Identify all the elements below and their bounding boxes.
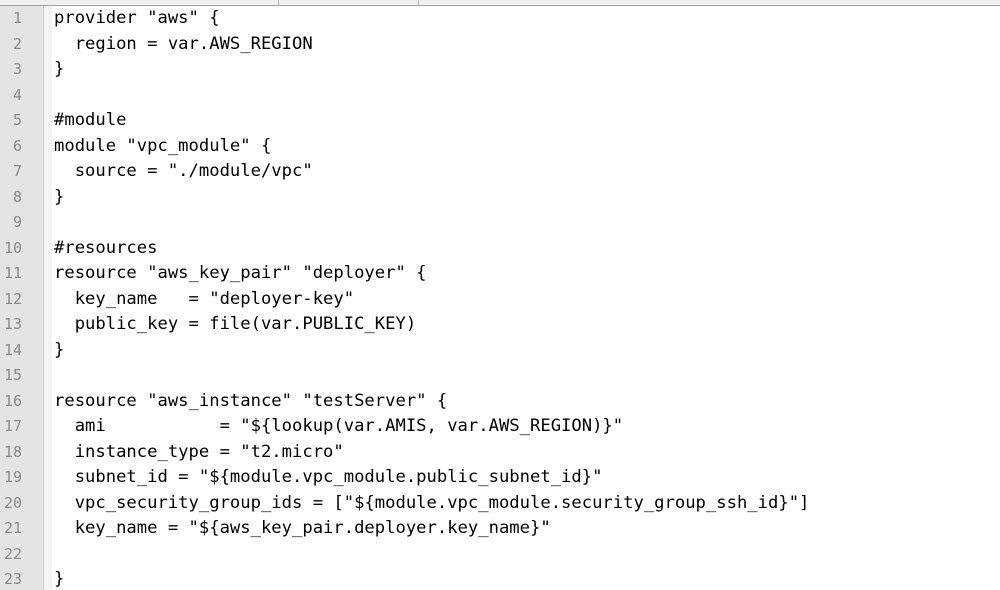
code-line[interactable]: 3}: [0, 57, 1000, 83]
line-number: 23: [3, 570, 22, 588]
code-line[interactable]: 18 instance_type = "t2.micro": [0, 440, 1000, 466]
code-text[interactable]: provider "aws" {: [54, 8, 220, 28]
code-text[interactable]: #module: [54, 110, 127, 130]
code-line[interactable]: 6 module "vpc_module" {: [0, 134, 1000, 160]
code-text[interactable]: public_key = file(var.PUBLIC_KEY): [54, 314, 417, 334]
code-line[interactable]: 15: [0, 363, 1000, 389]
code-line[interactable]: 11 resource "aws_key_pair" "deployer" {: [0, 261, 1000, 287]
code-line[interactable]: 5 #module: [0, 108, 1000, 134]
code-text[interactable]: key_name = "${aws_key_pair.deployer.key_…: [54, 518, 551, 538]
tab-edge: [278, 0, 279, 5]
code-line[interactable]: 8}: [0, 185, 1000, 211]
line-number: 15: [3, 366, 22, 384]
code-text[interactable]: resource "aws_instance" "testServer" {: [54, 390, 448, 411]
code-line[interactable]: 19 subnet_id = "${module.vpc_module.publ…: [0, 465, 1000, 491]
code-line[interactable]: 7 source = "./module/vpc": [0, 159, 1000, 185]
line-number: 3: [12, 60, 22, 78]
line-number: 16: [3, 391, 22, 410]
tab-edge: [418, 0, 419, 5]
code-text[interactable]: }: [54, 569, 65, 589]
code-line[interactable]: 1 provider "aws" {: [0, 6, 1000, 32]
code-text[interactable]: vpc_security_group_ids = ["${module.vpc_…: [54, 492, 810, 513]
code-line[interactable]: 21 key_name = "${aws_key_pair.deployer.k…: [0, 516, 1000, 542]
code-line[interactable]: 2 region = var.AWS_REGION: [0, 32, 1000, 58]
line-number: 17: [3, 417, 22, 435]
code-text[interactable]: #resources: [54, 237, 158, 258]
tab-strip: [0, 0, 1000, 6]
line-number: 14: [3, 340, 22, 359]
fold-margin: [44, 6, 52, 590]
code-text[interactable]: }: [54, 339, 65, 360]
line-number: 20: [3, 493, 22, 512]
code-text[interactable]: ami = "${lookup(var.AMIS, var.AWS_REGION…: [54, 416, 624, 436]
line-number: 7: [12, 162, 22, 180]
code-text[interactable]: }: [54, 186, 65, 207]
line-number: 22: [3, 544, 22, 563]
code-line[interactable]: 12 key_name = "deployer-key": [0, 287, 1000, 313]
line-number: 4: [12, 85, 22, 104]
code-text[interactable]: }: [54, 59, 65, 79]
line-number: 5: [12, 111, 22, 129]
line-number: 13: [3, 315, 22, 333]
code-line[interactable]: 14}: [0, 338, 1000, 364]
code-text[interactable]: resource "aws_key_pair" "deployer" {: [54, 263, 427, 283]
line-number: 6: [12, 136, 22, 155]
code-line[interactable]: 23}: [0, 567, 1000, 590]
code-text[interactable]: region = var.AWS_REGION: [54, 33, 313, 54]
code-line[interactable]: 20 vpc_security_group_ids = ["${module.v…: [0, 491, 1000, 517]
line-number: 11: [3, 264, 22, 282]
line-number: 2: [12, 34, 22, 53]
line-number: 21: [3, 519, 22, 537]
code-text[interactable]: source = "./module/vpc": [54, 161, 313, 181]
code-text[interactable]: key_name = "deployer-key": [54, 288, 355, 309]
code-line[interactable]: 22: [0, 542, 1000, 568]
line-number: 10: [3, 238, 22, 257]
code-line[interactable]: 10 #resources: [0, 236, 1000, 262]
code-line[interactable]: 17 ami = "${lookup(var.AMIS, var.AWS_REG…: [0, 414, 1000, 440]
line-number: 8: [12, 187, 22, 206]
code-lines: 1 provider "aws" { 2 region = var.AWS_REG…: [0, 6, 1000, 590]
line-number: 19: [3, 468, 22, 486]
line-number: 18: [3, 442, 22, 461]
code-line[interactable]: 13 public_key = file(var.PUBLIC_KEY): [0, 312, 1000, 338]
line-number: 1: [12, 9, 22, 27]
code-text[interactable]: subnet_id = "${module.vpc_module.public_…: [54, 467, 603, 487]
code-text[interactable]: module "vpc_module" {: [54, 135, 272, 156]
code-line[interactable]: 16 resource "aws_instance" "testServer" {: [0, 389, 1000, 415]
code-line[interactable]: 4: [0, 83, 1000, 109]
line-number: 9: [12, 213, 22, 231]
code-text[interactable]: instance_type = "t2.micro": [54, 441, 344, 462]
line-number: 12: [3, 289, 22, 308]
line-number-gutter: [0, 6, 44, 590]
code-line[interactable]: 9: [0, 210, 1000, 236]
